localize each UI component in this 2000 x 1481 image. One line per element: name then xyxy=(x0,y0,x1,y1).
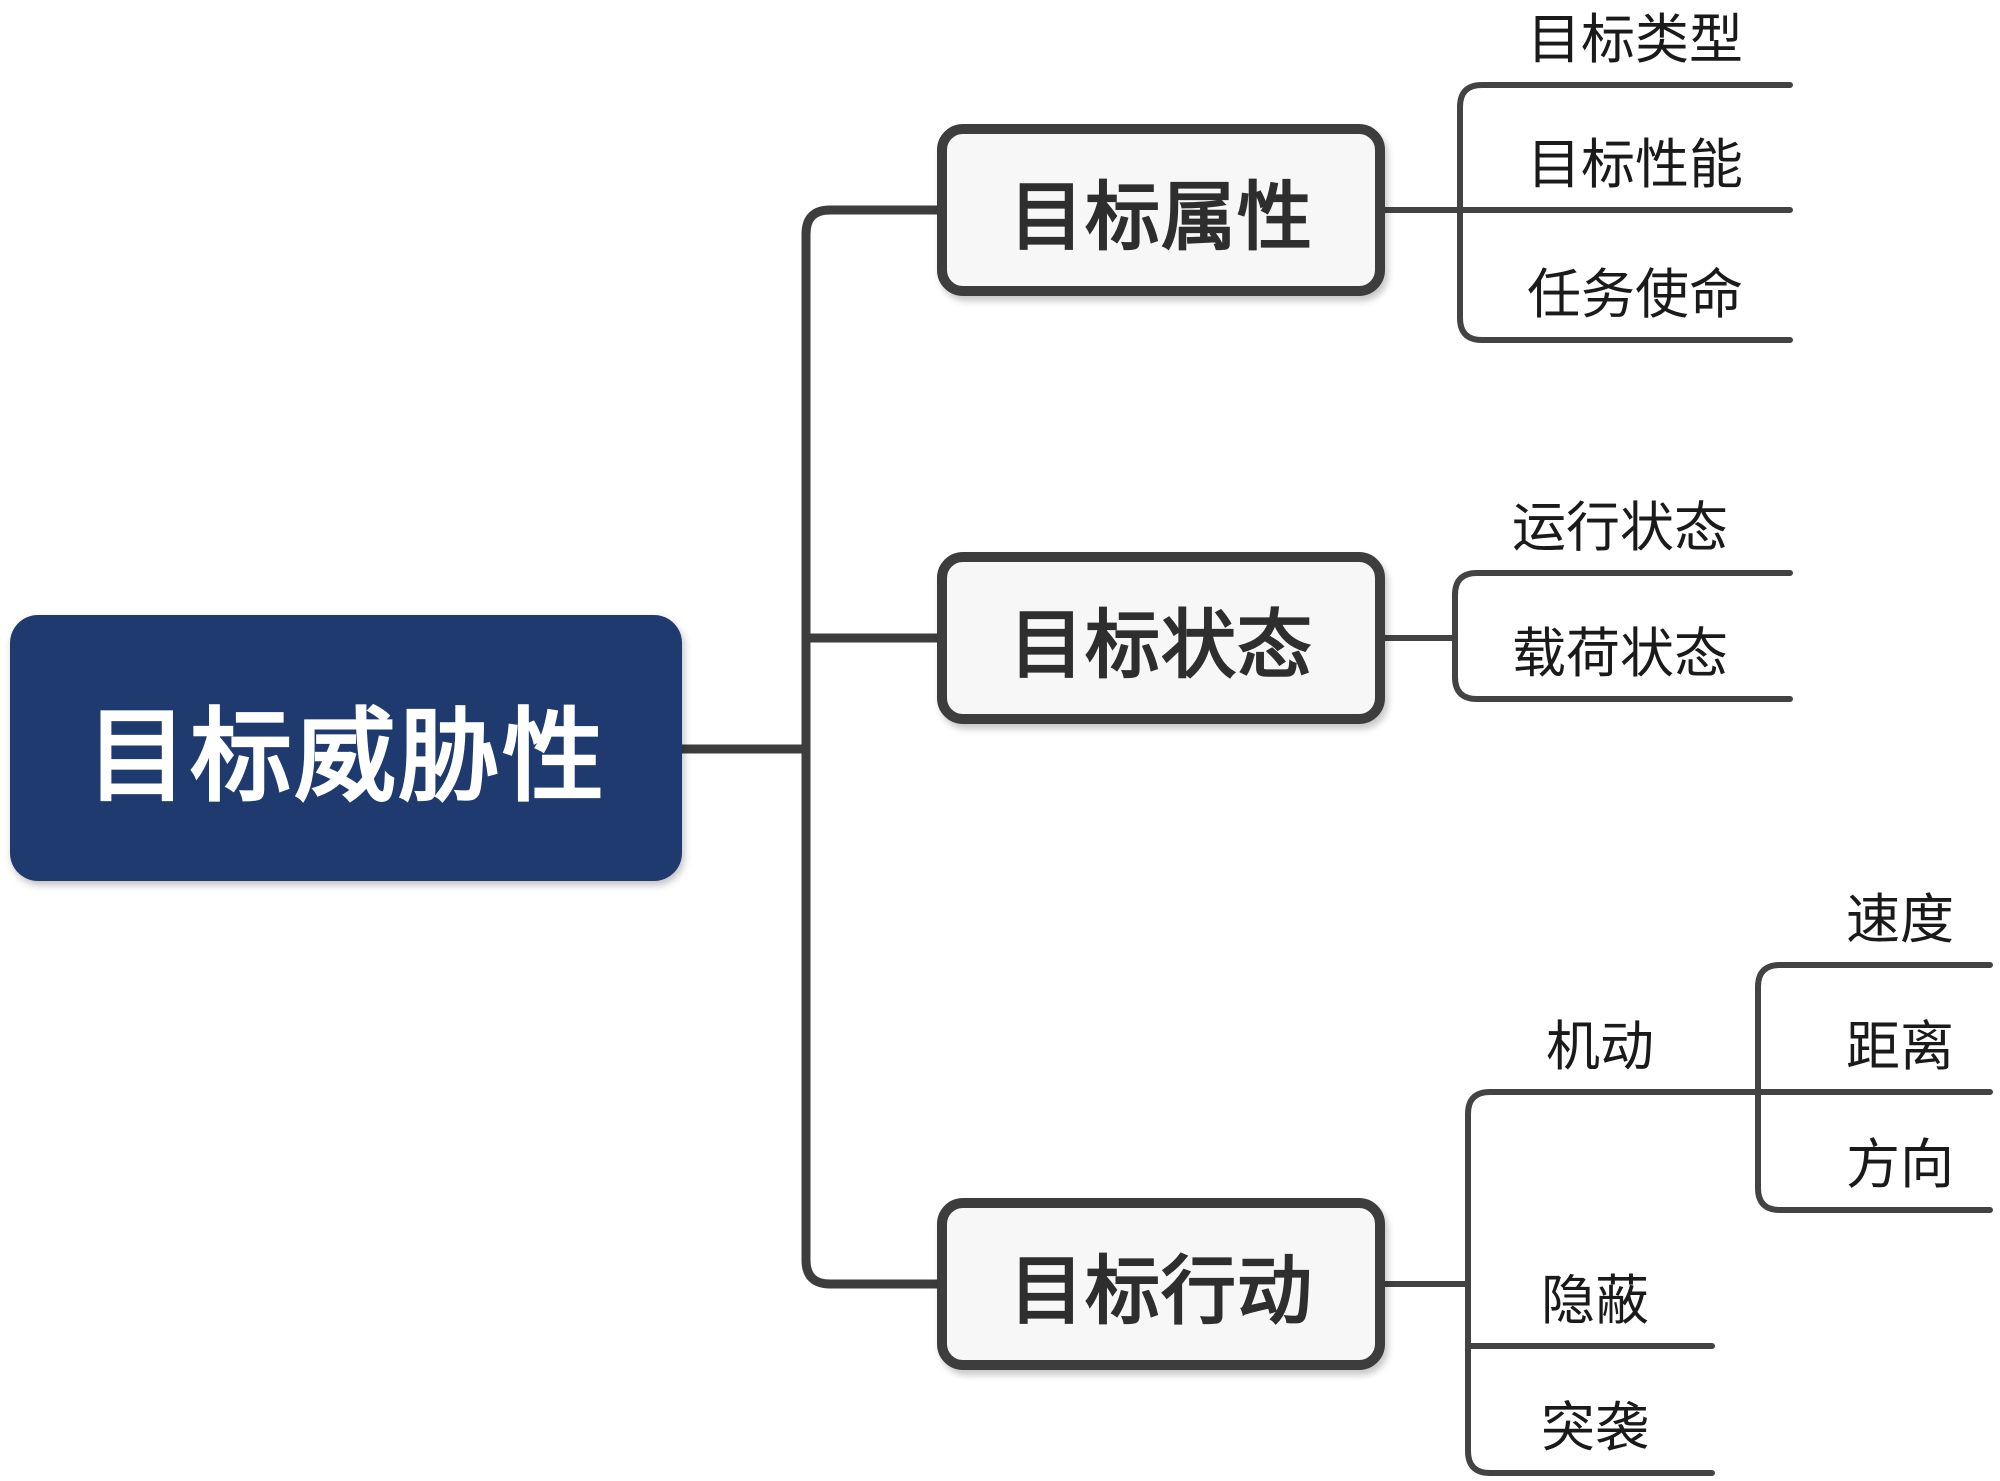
branch-node-label: 目标属性 xyxy=(1008,174,1313,259)
leaf-node-target-performance[interactable]: 目标性能 xyxy=(1527,135,1743,195)
root-node-target-threat[interactable]: 目标威胁性 xyxy=(10,615,682,881)
branch-node-target-status[interactable]: 目标状态 xyxy=(937,552,1385,724)
leaf-node-distance[interactable]: 距离 xyxy=(1846,1017,1954,1077)
root-node-label: 目标威胁性 xyxy=(86,699,606,814)
leaf-node-direction[interactable]: 方向 xyxy=(1846,1135,1954,1195)
leaf-node-operating-status[interactable]: 运行状态 xyxy=(1512,498,1728,558)
leaf-node-maneuver[interactable]: 机动 xyxy=(1546,1017,1654,1077)
branch-node-target-action[interactable]: 目标行动 xyxy=(937,1198,1385,1370)
leaf-node-target-type[interactable]: 目标类型 xyxy=(1527,10,1743,70)
connector-trunk xyxy=(801,205,942,1289)
branch-node-label: 目标行动 xyxy=(1008,1248,1313,1333)
leaf-node-task-mission[interactable]: 任务使命 xyxy=(1527,265,1743,325)
branch-node-label: 目标状态 xyxy=(1008,602,1313,687)
branch-node-target-attributes[interactable]: 目标属性 xyxy=(937,124,1385,296)
leafline-maneuver-rail xyxy=(1755,962,1993,1213)
leaf-node-concealment[interactable]: 隐蔽 xyxy=(1541,1271,1649,1331)
leaf-node-speed[interactable]: 速度 xyxy=(1846,890,1954,950)
leaf-node-payload-status[interactable]: 载荷状态 xyxy=(1512,624,1728,684)
leaf-node-surprise-attack[interactable]: 突袭 xyxy=(1541,1398,1649,1458)
